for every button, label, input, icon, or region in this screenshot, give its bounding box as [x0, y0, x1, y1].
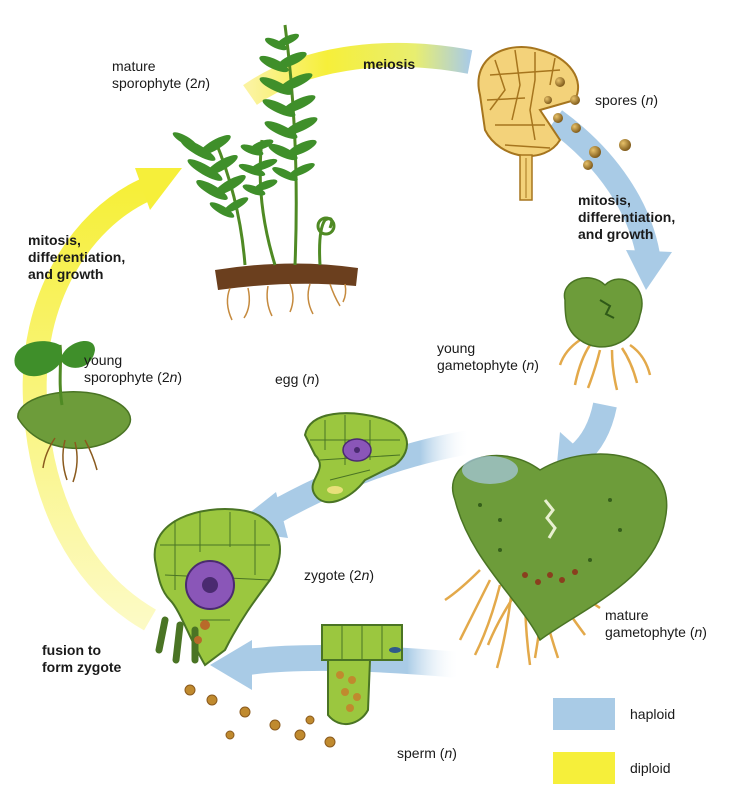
legend-swatch-diploid	[553, 752, 615, 784]
legend-swatch-haploid	[553, 698, 615, 730]
young-sporophyte-label: young sporophyte (2n)	[84, 352, 182, 386]
young-gametophyte-label: young gametophyte (n)	[437, 340, 539, 374]
mature-gametophyte-label: mature gametophyte (n)	[605, 607, 707, 641]
meiosis-label: meiosis	[363, 56, 415, 73]
legend-label-haploid: haploid	[630, 706, 675, 723]
mitosis-right-label: mitosis, differentiation, and growth	[578, 192, 675, 243]
sperm-icon	[185, 685, 335, 747]
zygote-icon	[155, 509, 280, 665]
fusion-label: fusion to form zygote	[42, 642, 121, 676]
archegonium-egg-icon	[305, 413, 407, 502]
egg-label: egg (n)	[275, 371, 319, 388]
sperm-label: sperm (n)	[397, 745, 457, 762]
antheridium-icon	[322, 625, 402, 724]
zygote-label: zygote (2n)	[304, 567, 374, 584]
legend-label-diploid: diploid	[630, 760, 670, 777]
spores-label: spores (n)	[595, 92, 658, 109]
mature-sporophyte-label: mature sporophyte (2n)	[112, 58, 210, 92]
young-gametophyte-icon	[560, 278, 650, 390]
mitosis-left-label: mitosis, differentiation, and growth	[28, 232, 125, 283]
